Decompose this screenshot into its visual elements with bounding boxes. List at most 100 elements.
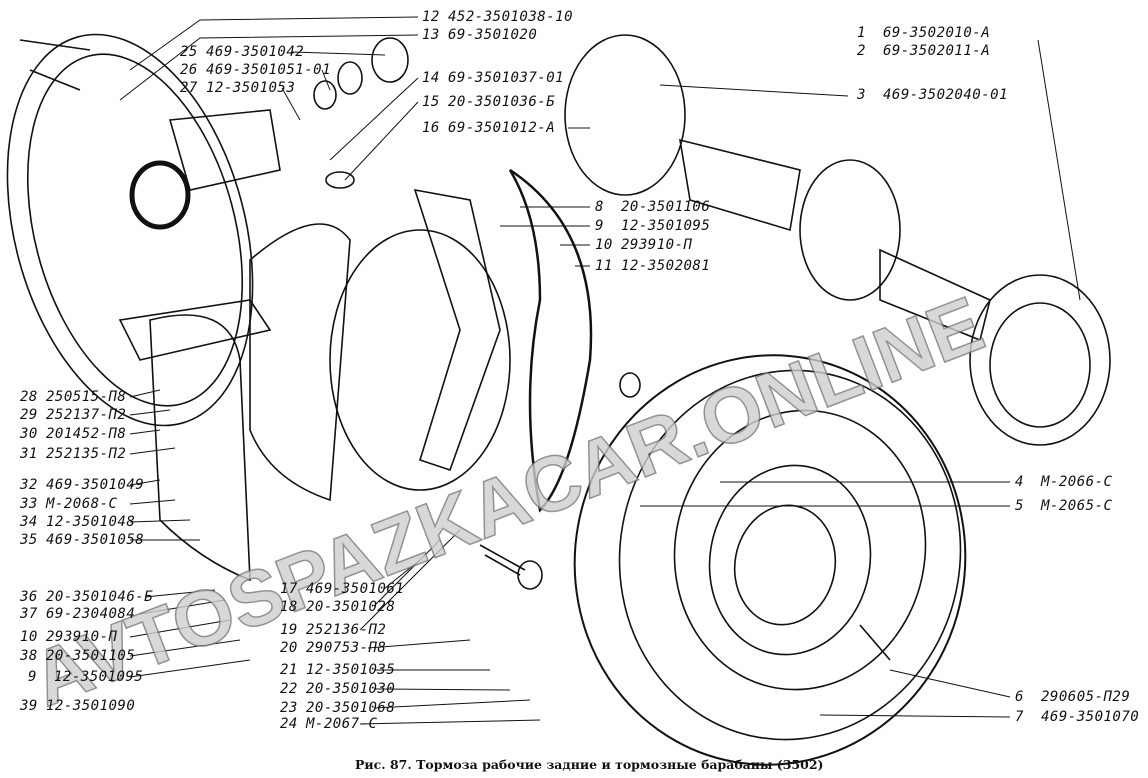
callout-number: 17 <box>280 581 298 597</box>
callout-number: 36 <box>20 589 38 605</box>
callout-number: 32 <box>20 477 38 493</box>
part-number: 12-3501048 <box>46 514 136 530</box>
callout-number: 10 <box>595 237 613 253</box>
callout-21: 21 12-3501035 <box>280 662 395 678</box>
callout-36: 36 20-3501046-Б <box>20 589 153 605</box>
part-number: 250515-П8 <box>46 389 127 405</box>
part-number: 20-3501068 <box>306 700 396 716</box>
callout-number: 7 <box>1015 709 1024 725</box>
part-number: 469-3501070 <box>1041 709 1140 725</box>
part-number: 469-3501042 <box>206 44 305 60</box>
leader-lines <box>119 16 1081 725</box>
callout-number: 2 <box>857 43 866 59</box>
part-number: 12-3501053 <box>206 80 296 96</box>
part-number: 20-3501046-Б <box>46 589 154 605</box>
callout-number: 30 <box>20 426 38 442</box>
small-parts <box>19 37 891 661</box>
callout-number: 29 <box>20 407 38 423</box>
part-number: 69-3502011-А <box>883 43 991 59</box>
callout-7: 7 469-3501070 <box>1015 709 1139 725</box>
callout-6: 6 290605-П29 <box>1015 689 1130 705</box>
part-number: 293910-П <box>621 237 693 253</box>
part-number: 201452-П8 <box>46 426 127 442</box>
callout-number: 13 <box>422 27 440 43</box>
part-number: 293910-П <box>46 629 118 645</box>
callout-number: 18 <box>280 599 298 615</box>
callout-number: 34 <box>20 514 38 530</box>
callout-number: 38 <box>20 648 38 664</box>
callout-number: 24 <box>280 716 298 732</box>
part-number: 252135-П2 <box>46 446 127 462</box>
callout-number: 1 <box>857 25 866 41</box>
callout-28: 28 250515-П8 <box>20 389 126 405</box>
callout-11: 11 12-3502081 <box>595 258 710 274</box>
brake-shoes <box>149 168 593 582</box>
part-number: 252137-П2 <box>46 407 127 423</box>
part-number: М-2068-С <box>46 496 118 512</box>
callout-number: 4 <box>1015 474 1024 490</box>
callout-22: 22 20-3501030 <box>280 681 395 697</box>
callout-2: 2 69-3502011-А <box>857 43 990 59</box>
callout-number: 21 <box>280 662 298 678</box>
backing-plate <box>6 33 281 427</box>
callout-number: 37 <box>20 606 38 622</box>
callout-number: 33 <box>20 496 38 512</box>
part-number: 452-3501038-10 <box>448 9 574 25</box>
part-number: М-2066-С <box>1041 474 1113 490</box>
callout-number: 9 <box>28 669 37 685</box>
callout-33: 33 М-2068-С <box>20 496 117 512</box>
callout-9-left: 9 12-3501095 <box>28 669 143 685</box>
callout-number: 11 <box>595 258 613 274</box>
callout-27: 27 12-3501053 <box>180 80 295 96</box>
part-number: 469-3501049 <box>46 477 145 493</box>
part-number: 20-3501028 <box>306 599 396 615</box>
callout-number: 28 <box>20 389 38 405</box>
part-number: 469-3501061 <box>306 581 405 597</box>
callout-number: 10 <box>20 629 38 645</box>
callout-number: 20 <box>280 640 298 656</box>
part-number: 12-3502081 <box>621 258 711 274</box>
callout-number: 25 <box>180 44 198 60</box>
callout-number: 5 <box>1015 498 1024 514</box>
callout-number: 6 <box>1015 689 1024 705</box>
callout-number: 15 <box>422 94 440 110</box>
part-number: 12-3501035 <box>306 662 396 678</box>
part-number: 12-3501095 <box>621 218 711 234</box>
callout-10-left: 10 293910-П <box>20 629 117 645</box>
part-number: 469-3501058 <box>46 532 145 548</box>
callout-number: 27 <box>180 80 198 96</box>
callout-number: 22 <box>280 681 298 697</box>
axle-housing <box>564 34 1111 446</box>
part-number: 469-3502040-01 <box>883 87 1009 103</box>
callout-number: 14 <box>422 70 440 86</box>
part-number: 20-3501106 <box>621 199 711 215</box>
callout-17: 17 469-3501061 <box>280 581 404 597</box>
callout-32: 32 469-3501049 <box>20 477 144 493</box>
part-number: 20-3501030 <box>306 681 396 697</box>
part-number: 12-3501095 <box>54 669 144 685</box>
part-number: 290605-П29 <box>1041 689 1131 705</box>
callout-number: 39 <box>20 698 38 714</box>
callout-25: 25 469-3501042 <box>180 44 304 60</box>
callout-4: 4 М-2066-С <box>1015 474 1112 490</box>
callout-number: 19 <box>280 622 298 638</box>
callout-number: 26 <box>180 62 198 78</box>
callout-8: 8 20-3501106 <box>595 199 710 215</box>
callout-number: 8 <box>595 199 604 215</box>
callout-number: 16 <box>422 120 440 136</box>
